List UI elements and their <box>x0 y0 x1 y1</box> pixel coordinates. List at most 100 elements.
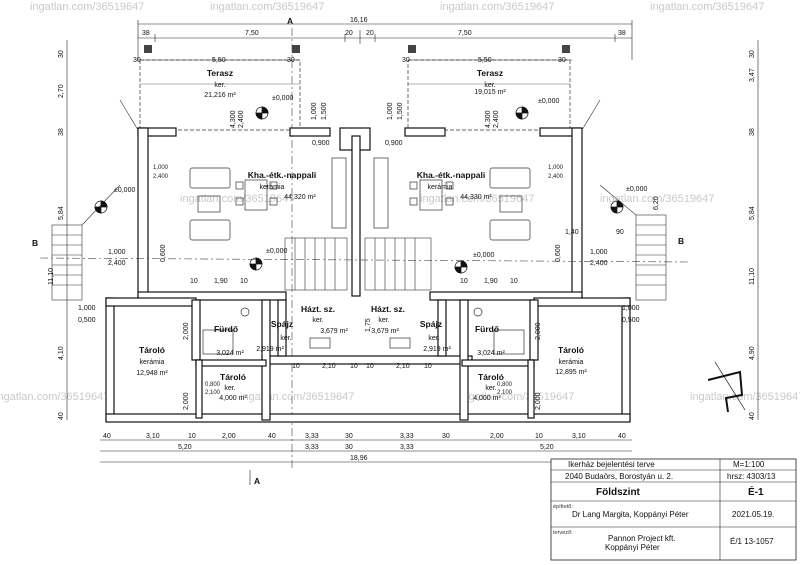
svg-text:10: 10 <box>240 278 248 285</box>
title-designer-label: tervező: <box>553 530 573 536</box>
svg-text:kerámia: kerámia <box>428 184 453 191</box>
svg-text:30: 30 <box>345 433 353 440</box>
svg-text:10: 10 <box>366 363 374 370</box>
room-name: Házt. sz. <box>371 304 405 314</box>
svg-text:1,000: 1,000 <box>153 165 169 171</box>
svg-text:ker.: ker. <box>428 335 439 342</box>
svg-text:40: 40 <box>268 433 276 440</box>
svg-text:4,300: 4,300 <box>230 110 237 128</box>
svg-text:44,320 m²: 44,320 m² <box>284 194 316 201</box>
svg-text:10: 10 <box>190 278 198 285</box>
room-name: Tároló <box>558 345 584 355</box>
title-builder-label: építtető: <box>553 504 573 510</box>
title-scale: M=1:100 <box>733 460 765 469</box>
svg-text:44,330 m²: 44,330 m² <box>460 194 492 201</box>
dim-top-5: 7,50 <box>458 30 472 37</box>
svg-text:2,000: 2,000 <box>535 322 542 340</box>
svg-text:±0,000: ±0,000 <box>266 248 287 255</box>
svg-text:2,10: 2,10 <box>322 363 336 370</box>
svg-text:1,40: 1,40 <box>565 229 579 236</box>
title-license: É/1 13-1057 <box>730 537 774 546</box>
title-builder: Dr Lang Margita, Koppányi Péter <box>572 510 689 519</box>
svg-text:2,400: 2,400 <box>108 260 126 267</box>
svg-text:18,96: 18,96 <box>350 455 368 462</box>
svg-text:2,919 m²: 2,919 m² <box>423 346 451 353</box>
title-sheet-name: Földszint <box>596 487 641 498</box>
terraces <box>139 45 571 131</box>
svg-text:0,800: 0,800 <box>497 382 513 388</box>
svg-text:2,400: 2,400 <box>590 260 608 267</box>
svg-text:10: 10 <box>424 363 432 370</box>
bottom-dims: 40 3,10 10 2,00 40 3,33 30 3,33 30 2,00 … <box>103 433 626 462</box>
svg-text:ker.: ker. <box>378 317 389 324</box>
svg-text:±0,000: ±0,000 <box>272 95 293 102</box>
section-mark-b-right: B <box>678 236 684 246</box>
watermark-text: ingatlan.com/36519647 <box>690 391 800 403</box>
title-sheet-code: É-1 <box>748 485 764 498</box>
svg-text:1,75: 1,75 <box>365 318 372 332</box>
vertical-dims-right: 30 3,47 38 6,20 5,84 11,10 4,90 40 <box>653 50 756 420</box>
svg-text:2,400: 2,400 <box>238 110 245 128</box>
dim-top-2: 7,50 <box>245 30 259 37</box>
room-name: Tároló <box>139 345 165 355</box>
svg-text:40: 40 <box>618 433 626 440</box>
svg-text:6,20: 6,20 <box>653 196 660 210</box>
svg-text:1,000: 1,000 <box>622 305 640 312</box>
svg-text:19,015 m²: 19,015 m² <box>474 89 506 96</box>
svg-text:30: 30 <box>749 50 756 58</box>
svg-text:2,400: 2,400 <box>548 174 564 180</box>
title-project: Ikerház bejelentési terve <box>568 460 655 469</box>
svg-text:0,600: 0,600 <box>555 244 562 262</box>
room-name: Kha.-étk.-nappali <box>417 170 485 180</box>
svg-text:38: 38 <box>749 128 756 136</box>
title-block: Ikerház bejelentési terve M=1:100 2040 B… <box>550 458 797 561</box>
svg-text:kerámia: kerámia <box>559 359 584 366</box>
svg-text:2,70: 2,70 <box>58 84 65 98</box>
svg-text:12,948 m²: 12,948 m² <box>136 370 168 377</box>
svg-text:2,000: 2,000 <box>183 392 190 410</box>
svg-text:kerámia: kerámia <box>260 184 285 191</box>
svg-text:11,10: 11,10 <box>749 268 756 285</box>
dim-terrace-left-3: 30 <box>287 57 295 64</box>
svg-text:3,024 m²: 3,024 m² <box>477 350 505 357</box>
svg-text:1,000: 1,000 <box>108 249 126 256</box>
watermark-text: ingatlan.com/36519647 <box>0 391 109 403</box>
svg-text:11,10: 11,10 <box>48 268 55 285</box>
level-texts: ±0,000 ±0,000 ±0,000 ±0,000 ±0,000 ±0,00… <box>114 95 647 259</box>
svg-text:2,00: 2,00 <box>490 433 504 440</box>
svg-text:±0,000: ±0,000 <box>473 252 494 259</box>
svg-text:1,000: 1,000 <box>311 102 318 120</box>
dim-overall-top: 16,16 <box>350 17 368 24</box>
svg-text:5,84: 5,84 <box>58 206 65 220</box>
title-designer-company: Pannon Project kft. <box>608 534 676 543</box>
watermark-text: ingatlan.com/36519647 <box>240 391 354 403</box>
section-mark-a-bottom: A <box>254 476 260 486</box>
watermark-text: ingatlan.com/36519647 <box>440 1 554 13</box>
dimension-lines-bottom <box>100 439 632 463</box>
room-name: Spájz <box>271 319 293 329</box>
svg-text:3,10: 3,10 <box>146 433 160 440</box>
svg-text:2,400: 2,400 <box>153 174 169 180</box>
level-markers <box>94 106 624 274</box>
room-labels: Terasz ker. 21,216 m² Terasz ker. 19,015… <box>136 68 587 402</box>
svg-text:4,000 m²: 4,000 m² <box>219 395 247 402</box>
svg-text:1,000: 1,000 <box>590 249 608 256</box>
svg-text:ker.: ker. <box>280 335 291 342</box>
svg-text:40: 40 <box>749 412 756 420</box>
svg-text:38: 38 <box>58 128 65 136</box>
dim-top-6: 38 <box>618 30 626 37</box>
svg-text:1,90: 1,90 <box>484 278 498 285</box>
svg-text:±0,000: ±0,000 <box>626 186 647 193</box>
svg-text:ker.: ker. <box>214 82 225 89</box>
vertical-dims-left: 30 2,70 38 5,84 11,10 4,10 40 <box>48 50 65 420</box>
svg-text:ker.: ker. <box>484 82 495 89</box>
title-address: 2040 Budaörs, Borostyán u. 2. <box>565 472 673 481</box>
svg-text:1,000: 1,000 <box>78 305 96 312</box>
svg-text:3,33: 3,33 <box>305 433 319 440</box>
svg-text:3,33: 3,33 <box>400 444 414 451</box>
svg-text:2,100: 2,100 <box>497 390 513 396</box>
dim-top-3: 20 <box>345 30 353 37</box>
room-name: Tároló <box>478 372 504 382</box>
title-parcel: hrsz: 4303/13 <box>727 472 776 481</box>
svg-text:10: 10 <box>535 433 543 440</box>
